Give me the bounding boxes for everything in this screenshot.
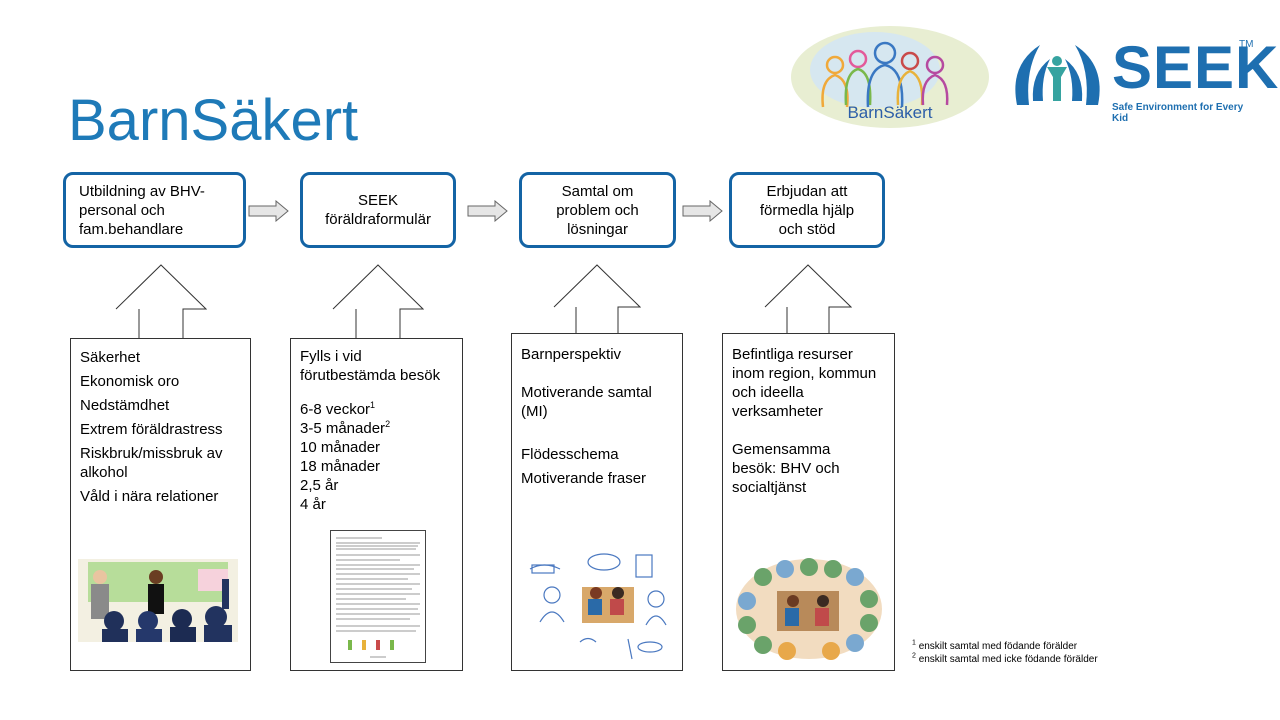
card-intro: Fylls i vid förutbestämda besök [300,348,441,384]
card-item: Nedstämdhet [80,397,170,414]
step-seek-form: SEEK föräldraformulär [300,172,456,248]
card-item: Gemensamma besök: BHV och socialtjänst [732,441,840,496]
card-risk-areas: Säkerhet Ekonomisk oro Nedstämdhet Extre… [70,338,251,671]
step-label: Erbjudan att förmedla hjälp och stöd [759,182,855,238]
step-label: Utbildning av BHV-personal och fam.behan… [79,182,205,238]
up-arrow-icon [764,264,852,333]
step-conversation: Samtal om problem och lösningar [519,172,676,248]
footnote: 2 enskilt samtal med icke födande föräld… [912,652,1098,665]
resources-illustration [733,555,887,665]
flow-arrow-icon [248,200,289,222]
card-item: Våld i nära relationer [80,488,219,505]
card-item: 10 månader [300,439,381,456]
seek-logo-text: SEEK [1112,34,1280,101]
up-arrow-icon [553,264,641,333]
card-item: Barnperspektiv [521,346,622,363]
footnote: 1 enskilt samtal med födande förälder [912,639,1078,652]
seek-tagline: Safe Environment for Every Kid [1112,102,1244,124]
card-item: 18 månader [300,458,381,475]
card-resources: Befintliga resurser inom region, kommun … [722,333,895,671]
barnsakert-logo-text: BarnSäkert [847,103,933,122]
step-education: Utbildning av BHV-personal och fam.behan… [63,172,246,248]
card-item: 3-5 månader2 [300,419,391,438]
card-item: Flödesschema [521,446,619,463]
flow-arrow-icon [682,200,723,222]
up-arrow-icon [115,264,207,339]
card-item: 6-8 veckor1 [300,400,376,419]
seek-trademark: TM [1239,39,1254,50]
card-item: Motiverande fraser [521,470,647,487]
card-item: Ekonomisk oro [80,373,180,390]
card-item: Befintliga resurser inom region, kommun … [732,346,877,420]
up-arrow-icon [332,264,424,339]
step-label: SEEK föräldraformulär [325,192,431,228]
card-item: 4 år [300,496,326,513]
flow-arrow-icon [467,200,508,222]
card-item: Extrem föräldrastress [80,421,223,438]
card-item: Riskbruk/missbruk av alkohol [80,445,223,481]
form-thumbnail [330,530,426,663]
seek-logo: SEEK TM Safe Environment for Every Kid [1005,35,1278,124]
training-illustration [78,559,238,642]
page-title: BarnSäkert [68,88,359,153]
step-offer-help: Erbjudan att förmedla hjälp och stöd [729,172,885,248]
card-visit-schedule: Fylls i vid förutbestämda besök 6-8 veck… [290,338,463,671]
flowchart-illustration [524,547,676,667]
step-label: Samtal om problem och lösningar [556,182,639,238]
card-item: 2,5 år [300,477,339,494]
card-conversation-tools: Barnperspektiv Motiverande samtal (MI) F… [511,333,683,671]
barnsakert-logo: BarnSäkert [790,25,990,130]
card-item: Motiverande samtal (MI) [521,384,652,420]
card-item: Säkerhet [80,349,141,366]
